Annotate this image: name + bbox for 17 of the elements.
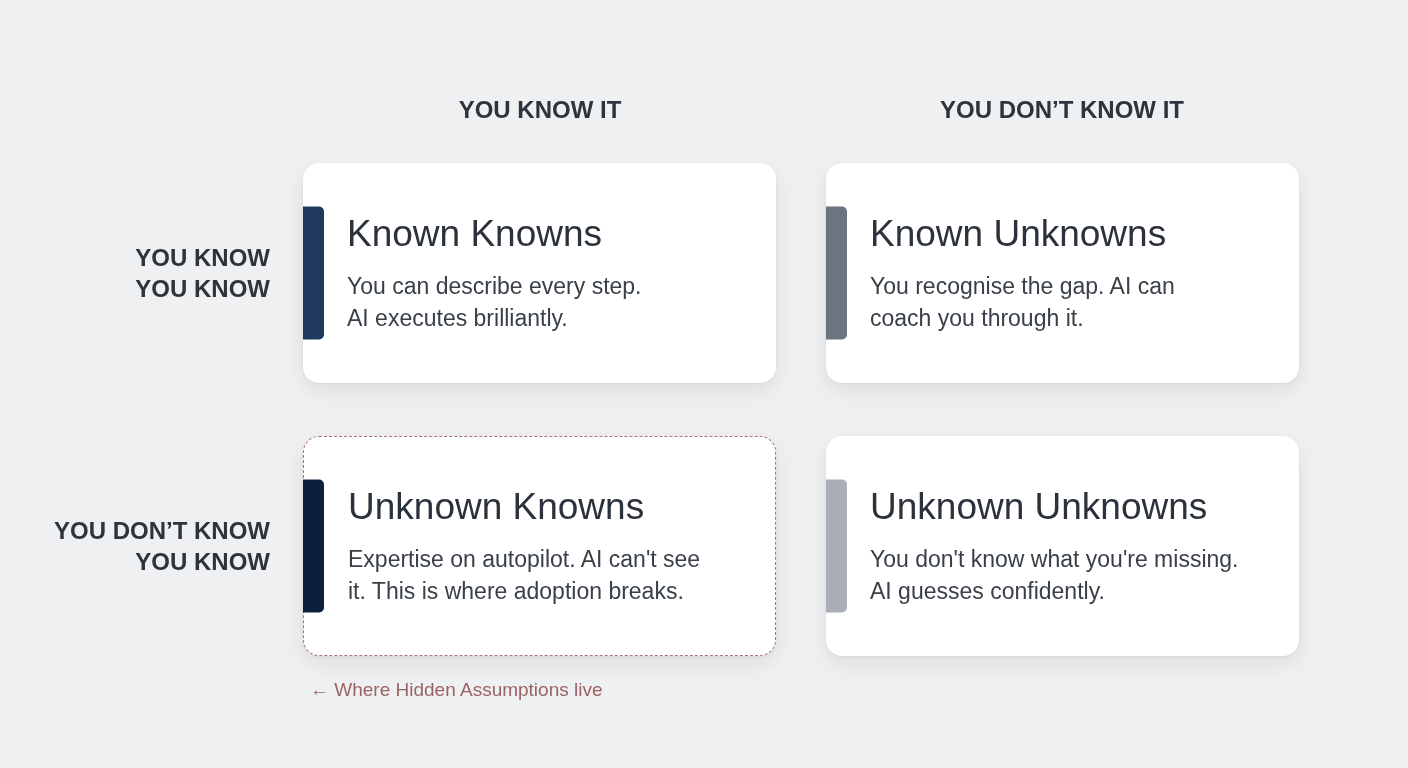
column-header: YOU DON’T KNOW IT: [940, 95, 1184, 125]
card-title: Unknown Knowns: [348, 485, 645, 529]
card-title: Unknown Unknowns: [870, 485, 1208, 529]
card-description: You can describe every step. AI executes brilliantly.: [347, 272, 643, 333]
quadrant-card: [303, 436, 776, 656]
card-description: You recognise the gap. AI can coach you through it.: [870, 272, 1176, 333]
column-header: YOU KNOW IT: [458, 95, 622, 125]
row-header: YOU KNOW YOU KNOW: [134, 243, 270, 304]
card-title: Known Knowns: [347, 212, 603, 256]
quadrant-card: [826, 436, 1299, 656]
card-title: Known Unknowns: [870, 212, 1167, 256]
card-description: You don't know what you're missing. AI guesses confidently.: [870, 545, 1240, 606]
quadrant-card: [826, 163, 1299, 383]
row-header: YOU DON’T KNOW YOU KNOW: [53, 516, 270, 577]
card-description: Expertise on autopilot. AI can't see it. This is where adoption breaks.: [348, 545, 702, 606]
quadrant-card: [303, 163, 776, 383]
annotation-note: ← Where Hidden Assumptions live: [310, 678, 603, 702]
